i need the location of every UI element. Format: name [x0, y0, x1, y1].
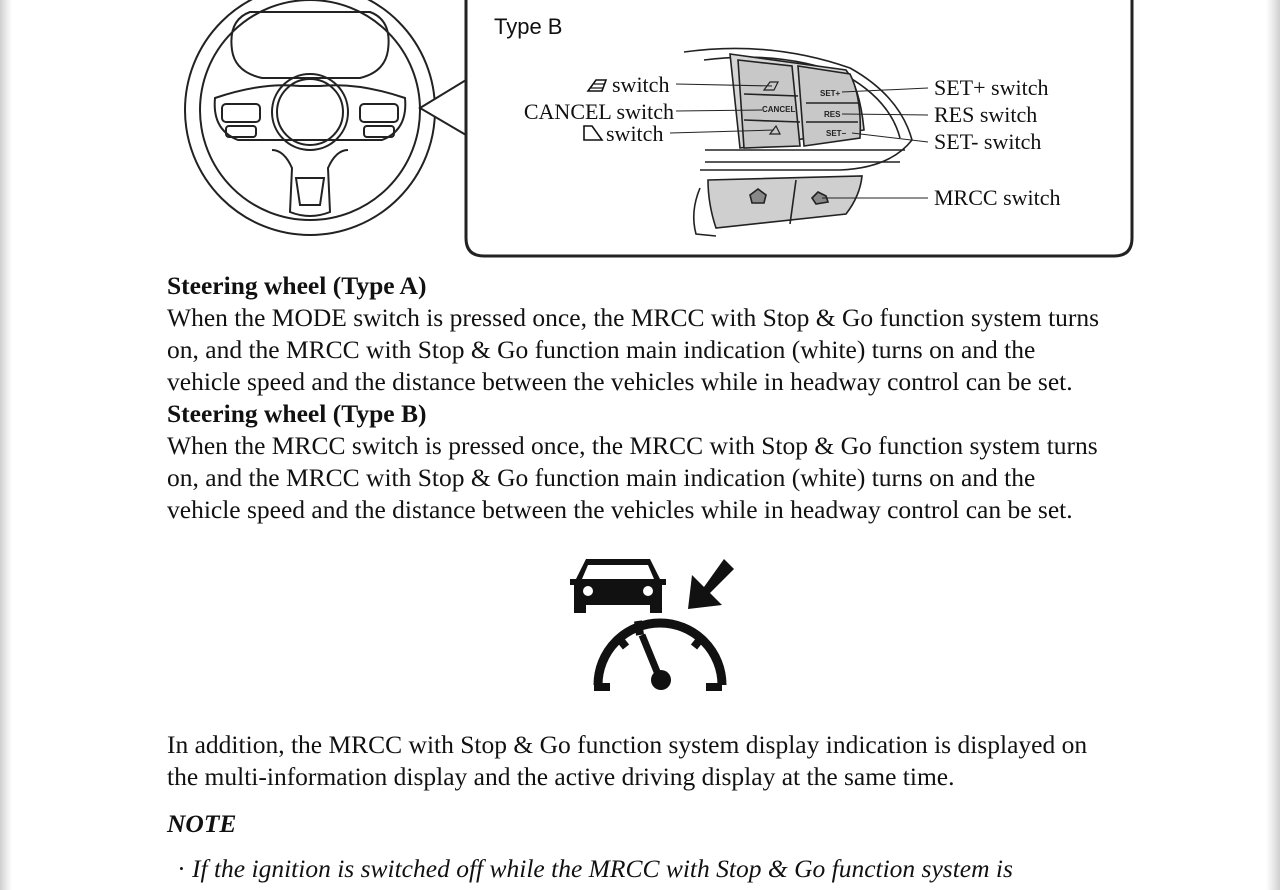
distance-up-icon — [586, 79, 608, 92]
body-line: vehicle speed and the distance between t… — [167, 495, 1073, 524]
note-bullet: · — [177, 854, 185, 883]
res-switch-label: RES switch — [934, 102, 1037, 127]
res-button-label: RES — [824, 110, 841, 119]
set-minus-switch-label: SET- switch — [934, 129, 1041, 154]
distance-down-switch-label: switch — [606, 121, 663, 146]
steering-wheel-illustration — [184, 0, 467, 236]
body-line: When the MODE switch is pressed once, th… — [167, 303, 1100, 332]
cancel-button-label: CANCEL — [762, 105, 795, 114]
note-title: NOTE — [167, 809, 237, 838]
type-label: Type B — [494, 14, 562, 39]
cancel-switch-label: CANCEL switch — [524, 99, 674, 124]
section-type-a: Steering wheel (Type A) When the MODE sw… — [167, 270, 1177, 398]
body-line: on, and the MRCC with Stop & Go function… — [167, 335, 1036, 364]
body-line: When the MRCC switch is pressed once, th… — [167, 431, 1098, 460]
section-heading-type-a: Steering wheel (Type A) — [167, 271, 427, 300]
page-edge-right — [1266, 0, 1280, 890]
page-edge-left — [0, 0, 12, 890]
addition-paragraph: In addition, the MRCC with Stop & Go fun… — [167, 729, 1177, 793]
body-line: vehicle speed and the distance between t… — [167, 367, 1073, 396]
body-line: In addition, the MRCC with Stop & Go fun… — [167, 730, 1088, 759]
steering-wheel-figure: Type B CANCEL SET+ RES SET− switch — [184, 0, 1134, 258]
mrcc-stop-and-go-indicator-icon — [570, 559, 734, 691]
distance-down-icon — [583, 125, 604, 141]
leader-lines — [669, 83, 929, 199]
distance-up-switch-label: switch — [612, 72, 669, 97]
note-item-text: If the ignition is switched off while th… — [192, 854, 1013, 883]
section-type-b: Steering wheel (Type B) When the MRCC sw… — [167, 398, 1177, 526]
note-item: ·If the ignition is switched off while t… — [170, 853, 1180, 885]
section-heading-type-b: Steering wheel (Type B) — [167, 399, 427, 428]
set-minus-button-label: SET− — [826, 129, 847, 138]
body-line: on, and the MRCC with Stop & Go function… — [167, 463, 1036, 492]
distance-up-button-icon — [762, 81, 779, 91]
mrcc-switch-label: MRCC switch — [934, 185, 1061, 210]
set-plus-switch-label: SET+ switch — [934, 75, 1048, 100]
body-line: the multi-information display and the ac… — [167, 762, 955, 791]
set-plus-button-label: SET+ — [820, 89, 841, 98]
